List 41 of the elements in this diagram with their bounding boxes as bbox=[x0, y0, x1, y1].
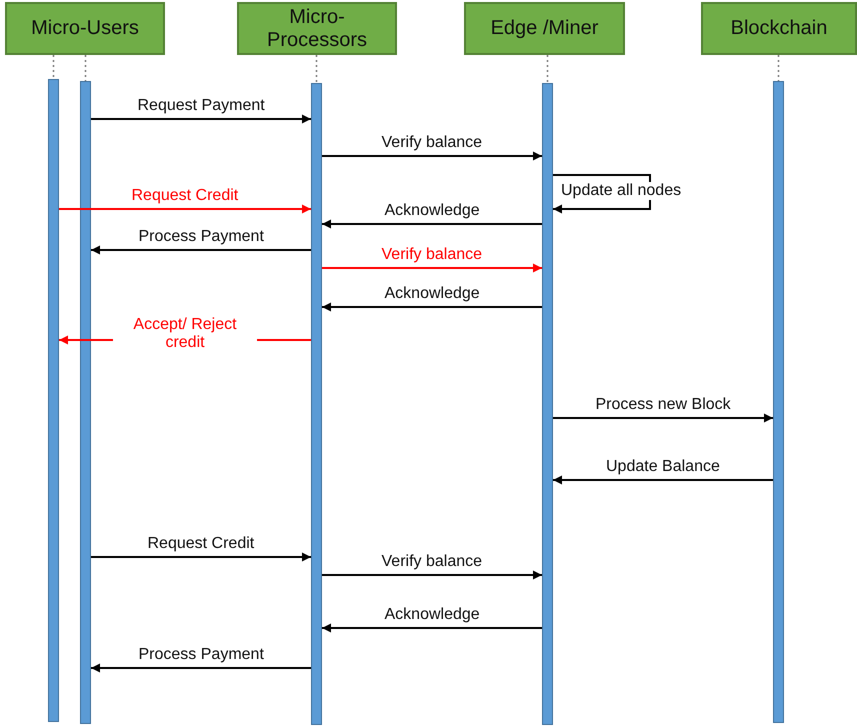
edge-label: Verify balance bbox=[380, 134, 484, 152]
arrow bbox=[322, 570, 542, 580]
self-loop-arrow bbox=[553, 174, 651, 214]
lifeline-bar bbox=[311, 83, 322, 725]
edge-label: Request Credit bbox=[146, 535, 256, 554]
edge-label: Process Payment bbox=[136, 228, 266, 246]
edge-label: Acknowledge bbox=[382, 202, 482, 220]
arrow bbox=[322, 264, 542, 272]
lifeline-bar bbox=[773, 81, 784, 723]
lifeline-connector bbox=[52, 55, 54, 79]
arrow bbox=[322, 302, 542, 312]
arrow bbox=[91, 664, 311, 672]
edge-label: Acknowledge bbox=[382, 285, 482, 304]
lifeline-bar bbox=[80, 81, 91, 724]
edge-label: Process Payment bbox=[136, 646, 266, 664]
arrow bbox=[322, 624, 542, 632]
lifeline-connector bbox=[546, 55, 548, 83]
arrow bbox=[553, 476, 773, 484]
arrow bbox=[322, 152, 542, 160]
lifeline-connector bbox=[84, 55, 86, 81]
lifeline-connector bbox=[778, 55, 780, 81]
participant-name: Edge /Miner bbox=[490, 17, 600, 40]
arrow bbox=[91, 552, 311, 562]
edge-label: Acknowledge bbox=[382, 606, 482, 624]
edge-label: Update all nodes bbox=[559, 182, 684, 200]
arrow bbox=[91, 246, 311, 254]
arrow bbox=[553, 414, 773, 422]
edge-label: Update Balance bbox=[604, 458, 722, 476]
edge-label: Request Credit bbox=[130, 187, 240, 206]
lifeline-connector bbox=[316, 55, 318, 83]
participant-name: Micro-Processors bbox=[266, 6, 368, 52]
edge-label: Verify balance bbox=[380, 553, 484, 572]
arrow bbox=[322, 220, 542, 228]
lifeline-bar bbox=[48, 79, 59, 722]
participant-name: Micro-Users bbox=[30, 17, 140, 40]
edge-label: Verify balance bbox=[380, 246, 484, 264]
arrow bbox=[59, 204, 311, 214]
lifeline-bar bbox=[542, 83, 553, 725]
edge-label: Request Payment bbox=[136, 97, 267, 116]
arrow bbox=[91, 114, 311, 124]
participant-name: Blockchain bbox=[730, 17, 828, 40]
